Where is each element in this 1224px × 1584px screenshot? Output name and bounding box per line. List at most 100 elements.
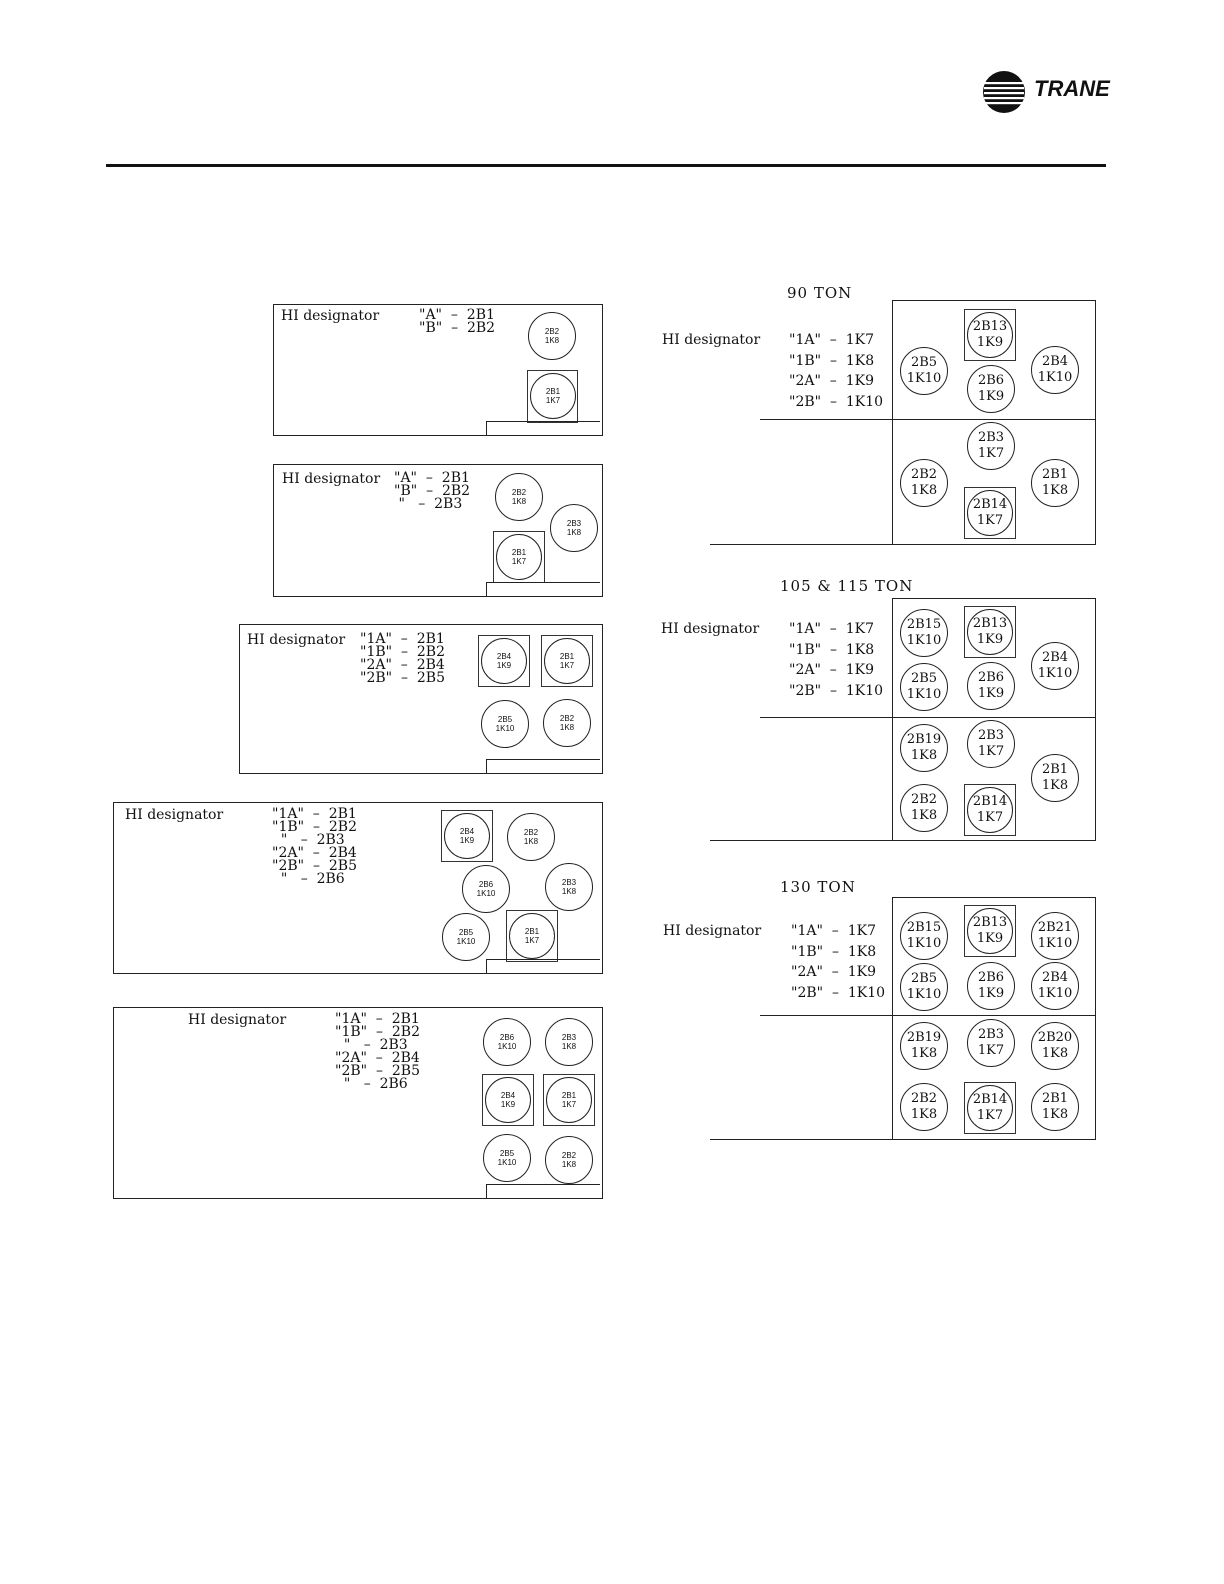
unit-box [964, 606, 1016, 658]
unit-box [964, 784, 1016, 836]
frame-line [1095, 598, 1096, 841]
unit-box [506, 910, 558, 962]
diagram-title: 130 TON [780, 878, 856, 896]
logo-text: TRANE [1034, 76, 1110, 101]
designator-mapping: "1A" – 1K7 "1B" – 1K8 "2A" – 1K9 "2B" – … [789, 621, 884, 699]
frame-line [892, 598, 1096, 599]
base-line [486, 959, 600, 960]
base-line [486, 759, 600, 760]
unit-box [964, 309, 1016, 361]
diagram-title: 105 & 115 TON [780, 577, 914, 595]
frame-line [892, 300, 893, 545]
base-line [486, 1184, 600, 1185]
unit-box [964, 905, 1016, 957]
frame-line [760, 1015, 1096, 1016]
designator-mapping: "1A" – 2B1 "1B" – 2B2 "2A" – 2B4 "2B" – … [360, 631, 445, 686]
trane-logo-icon [983, 71, 1025, 113]
trane-logo: TRANE [982, 70, 1112, 114]
diagram-title: 90 TON [787, 284, 853, 302]
hi-designator-label: HI designator [281, 308, 380, 324]
hi-designator-label: HI designator [247, 632, 346, 648]
diagram-6-unit-alt: HI designator "1A" – 2B1 "1B" – 2B2 " – … [113, 1007, 603, 1199]
designator-mapping: "A" – 2B1 "B" – 2B2 " – 2B3 [394, 470, 471, 512]
designator-mapping: "1A" – 1K7 "1B" – 1K8 "2A" – 1K9 "2B" – … [791, 923, 886, 1001]
hi-designator-label: HI designator [661, 621, 760, 637]
frame-line [1095, 897, 1096, 1140]
frame-line [892, 897, 1096, 898]
header-rule [106, 164, 1106, 167]
hi-designator-label: HI designator [662, 332, 761, 348]
frame-line [1095, 300, 1096, 545]
base-line [486, 582, 487, 596]
frame-line [710, 544, 1096, 545]
frame-line [892, 897, 893, 1140]
unit-box [964, 1082, 1016, 1134]
unit-box [527, 370, 578, 423]
frame-line [710, 1139, 1096, 1140]
diagram-3-unit: HI designator "A" – 2B1 "B" – 2B2 " – 2B… [273, 464, 603, 597]
hi-designator-label: HI designator [125, 807, 224, 823]
unit-box [478, 635, 530, 687]
designator-mapping: "1A" – 2B1 "1B" – 2B2 " – 2B3 "2A" – 2B4… [335, 1011, 420, 1092]
frame-line [710, 840, 1096, 841]
base-line [486, 759, 487, 773]
designator-mapping: "A" – 2B1 "B" – 2B2 [419, 307, 496, 336]
unit-box [482, 1074, 534, 1126]
frame-line [760, 717, 1096, 718]
base-line [486, 1184, 487, 1198]
unit-box [964, 487, 1016, 539]
frame-line [760, 419, 1096, 420]
unit-box [441, 810, 493, 862]
frame-line [892, 598, 893, 841]
hi-designator-label: HI designator [188, 1012, 287, 1028]
hi-designator-label: HI designator [663, 923, 762, 939]
diagram-6-unit: HI designator "1A" – 2B1 "1B" – 2B2 " – … [113, 802, 603, 974]
base-line [486, 421, 487, 435]
base-line [486, 582, 600, 583]
frame-line [892, 300, 1096, 301]
